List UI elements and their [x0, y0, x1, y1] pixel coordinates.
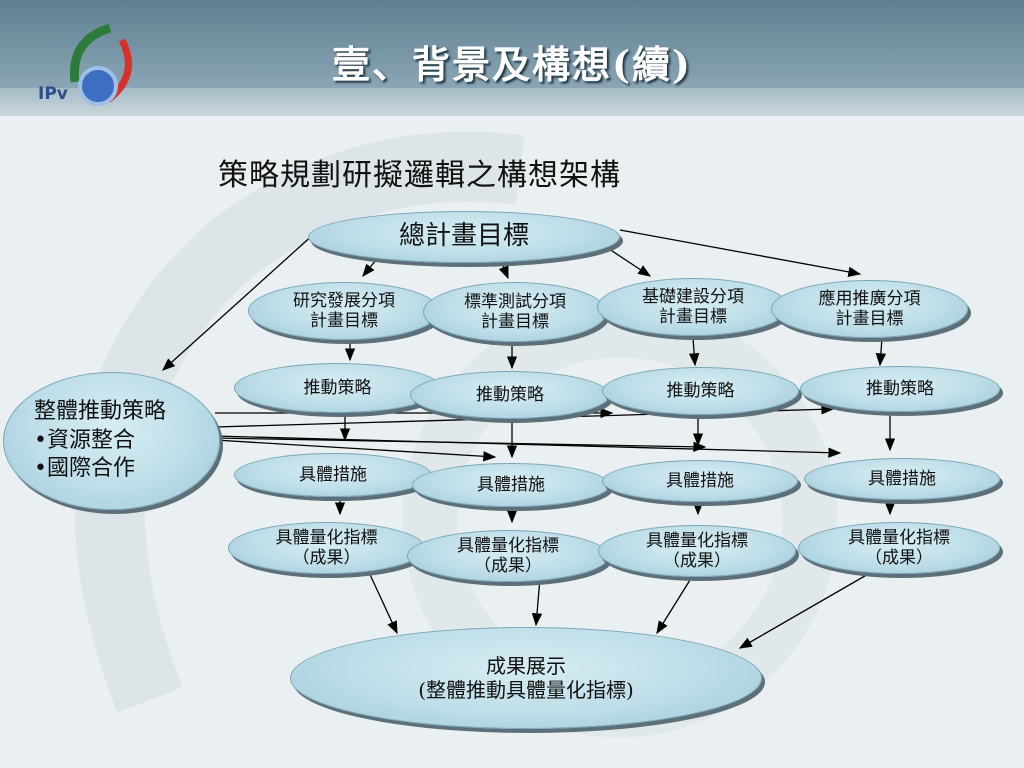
strategy-4-label: 推動策略 [866, 378, 934, 399]
goal-node: 總計畫目標 [308, 211, 620, 263]
strategy-2-label: 推動策略 [476, 384, 544, 405]
subproject-2-line1: 標準測試分項 [464, 291, 566, 312]
overall-strategy-title: 整體推動策略 [34, 399, 167, 425]
strategy-node-1: 推動策略 [234, 363, 441, 413]
subproject-2-line2: 計畫目標 [481, 312, 549, 332]
ipv6-logo-icon [69, 23, 132, 106]
result-line2: (整體推動具體量化指標) [418, 678, 634, 702]
overall-strategy-node: 整體推動策略 •資源整合 •國際合作 [3, 372, 220, 510]
indicator-3-line2: （成果） [663, 551, 731, 571]
indicator-2-line2: （成果） [474, 556, 542, 576]
strategy-1-label: 推動策略 [303, 377, 372, 398]
indicator-node-2: 具體量化指標 （成果） [407, 530, 609, 582]
logo-text: IPv [38, 84, 68, 104]
subproject-3-line1: 基礎建設分項 [642, 286, 744, 307]
slide-title: 壹、背景及構想(續) [332, 42, 692, 87]
indicator-4-line1: 具體量化指標 [848, 527, 950, 548]
header-bar [0, 0, 1024, 116]
strategy-3-label: 推動策略 [666, 380, 735, 401]
indicator-node-4: 具體量化指標 （成果） [798, 522, 1000, 574]
measure-3-label: 具體措施 [666, 470, 734, 491]
strategy-node-4: 推動策略 [800, 366, 1000, 412]
subproject-node-1: 研究發展分項 計畫目標 [248, 282, 440, 340]
subproject-1-line1: 研究發展分項 [293, 290, 395, 311]
indicator-1-line2: （成果） [292, 548, 361, 568]
result-line1: 成果展示 [486, 654, 566, 678]
indicator-1-line1: 具體量化指標 [275, 527, 378, 548]
measure-node-1: 具體措施 [234, 453, 432, 497]
strategy-node-3: 推動策略 [602, 367, 799, 415]
measure-node-4: 具體措施 [804, 458, 1000, 500]
subproject-4-line1: 應用推廣分項 [818, 288, 921, 309]
subproject-1-line2: 計畫目標 [310, 311, 378, 331]
measure-node-3: 具體措施 [602, 460, 798, 502]
measure-node-2: 具體措施 [412, 463, 610, 507]
overall-strategy-bullet-2: •國際合作 [34, 456, 135, 482]
overall-strategy-bullet-1: •資源整合 [34, 427, 135, 453]
indicator-node-1: 具體量化指標 （成果） [228, 522, 425, 574]
strategy-node-2: 推動策略 [410, 371, 610, 419]
subproject-node-3: 基礎建設分項 計畫目標 [597, 278, 789, 336]
subproject-node-2: 標準測試分項 計畫目標 [423, 282, 607, 342]
subproject-3-line2: 計畫目標 [659, 307, 727, 327]
header-band [0, 88, 1024, 116]
result-node: 成果展示 (整體推動具體量化指標) [290, 627, 762, 729]
diagram-subtitle: 策略規劃研擬邏輯之構想架構 [218, 158, 621, 193]
measure-2-label: 具體措施 [477, 474, 545, 495]
indicator-node-3: 具體量化指標 （成果） [598, 525, 796, 577]
subproject-4-line2: 計畫目標 [835, 309, 904, 329]
indicator-2-line1: 具體量化指標 [457, 535, 559, 556]
goal-label: 總計畫目標 [398, 221, 529, 252]
measure-1-label: 具體措施 [299, 464, 367, 485]
indicator-4-line2: （成果） [865, 548, 933, 568]
indicator-3-line1: 具體量化指標 [646, 530, 748, 551]
measure-4-label: 具體措施 [868, 468, 936, 489]
subproject-node-4: 應用推廣分項 計畫目標 [771, 280, 968, 338]
